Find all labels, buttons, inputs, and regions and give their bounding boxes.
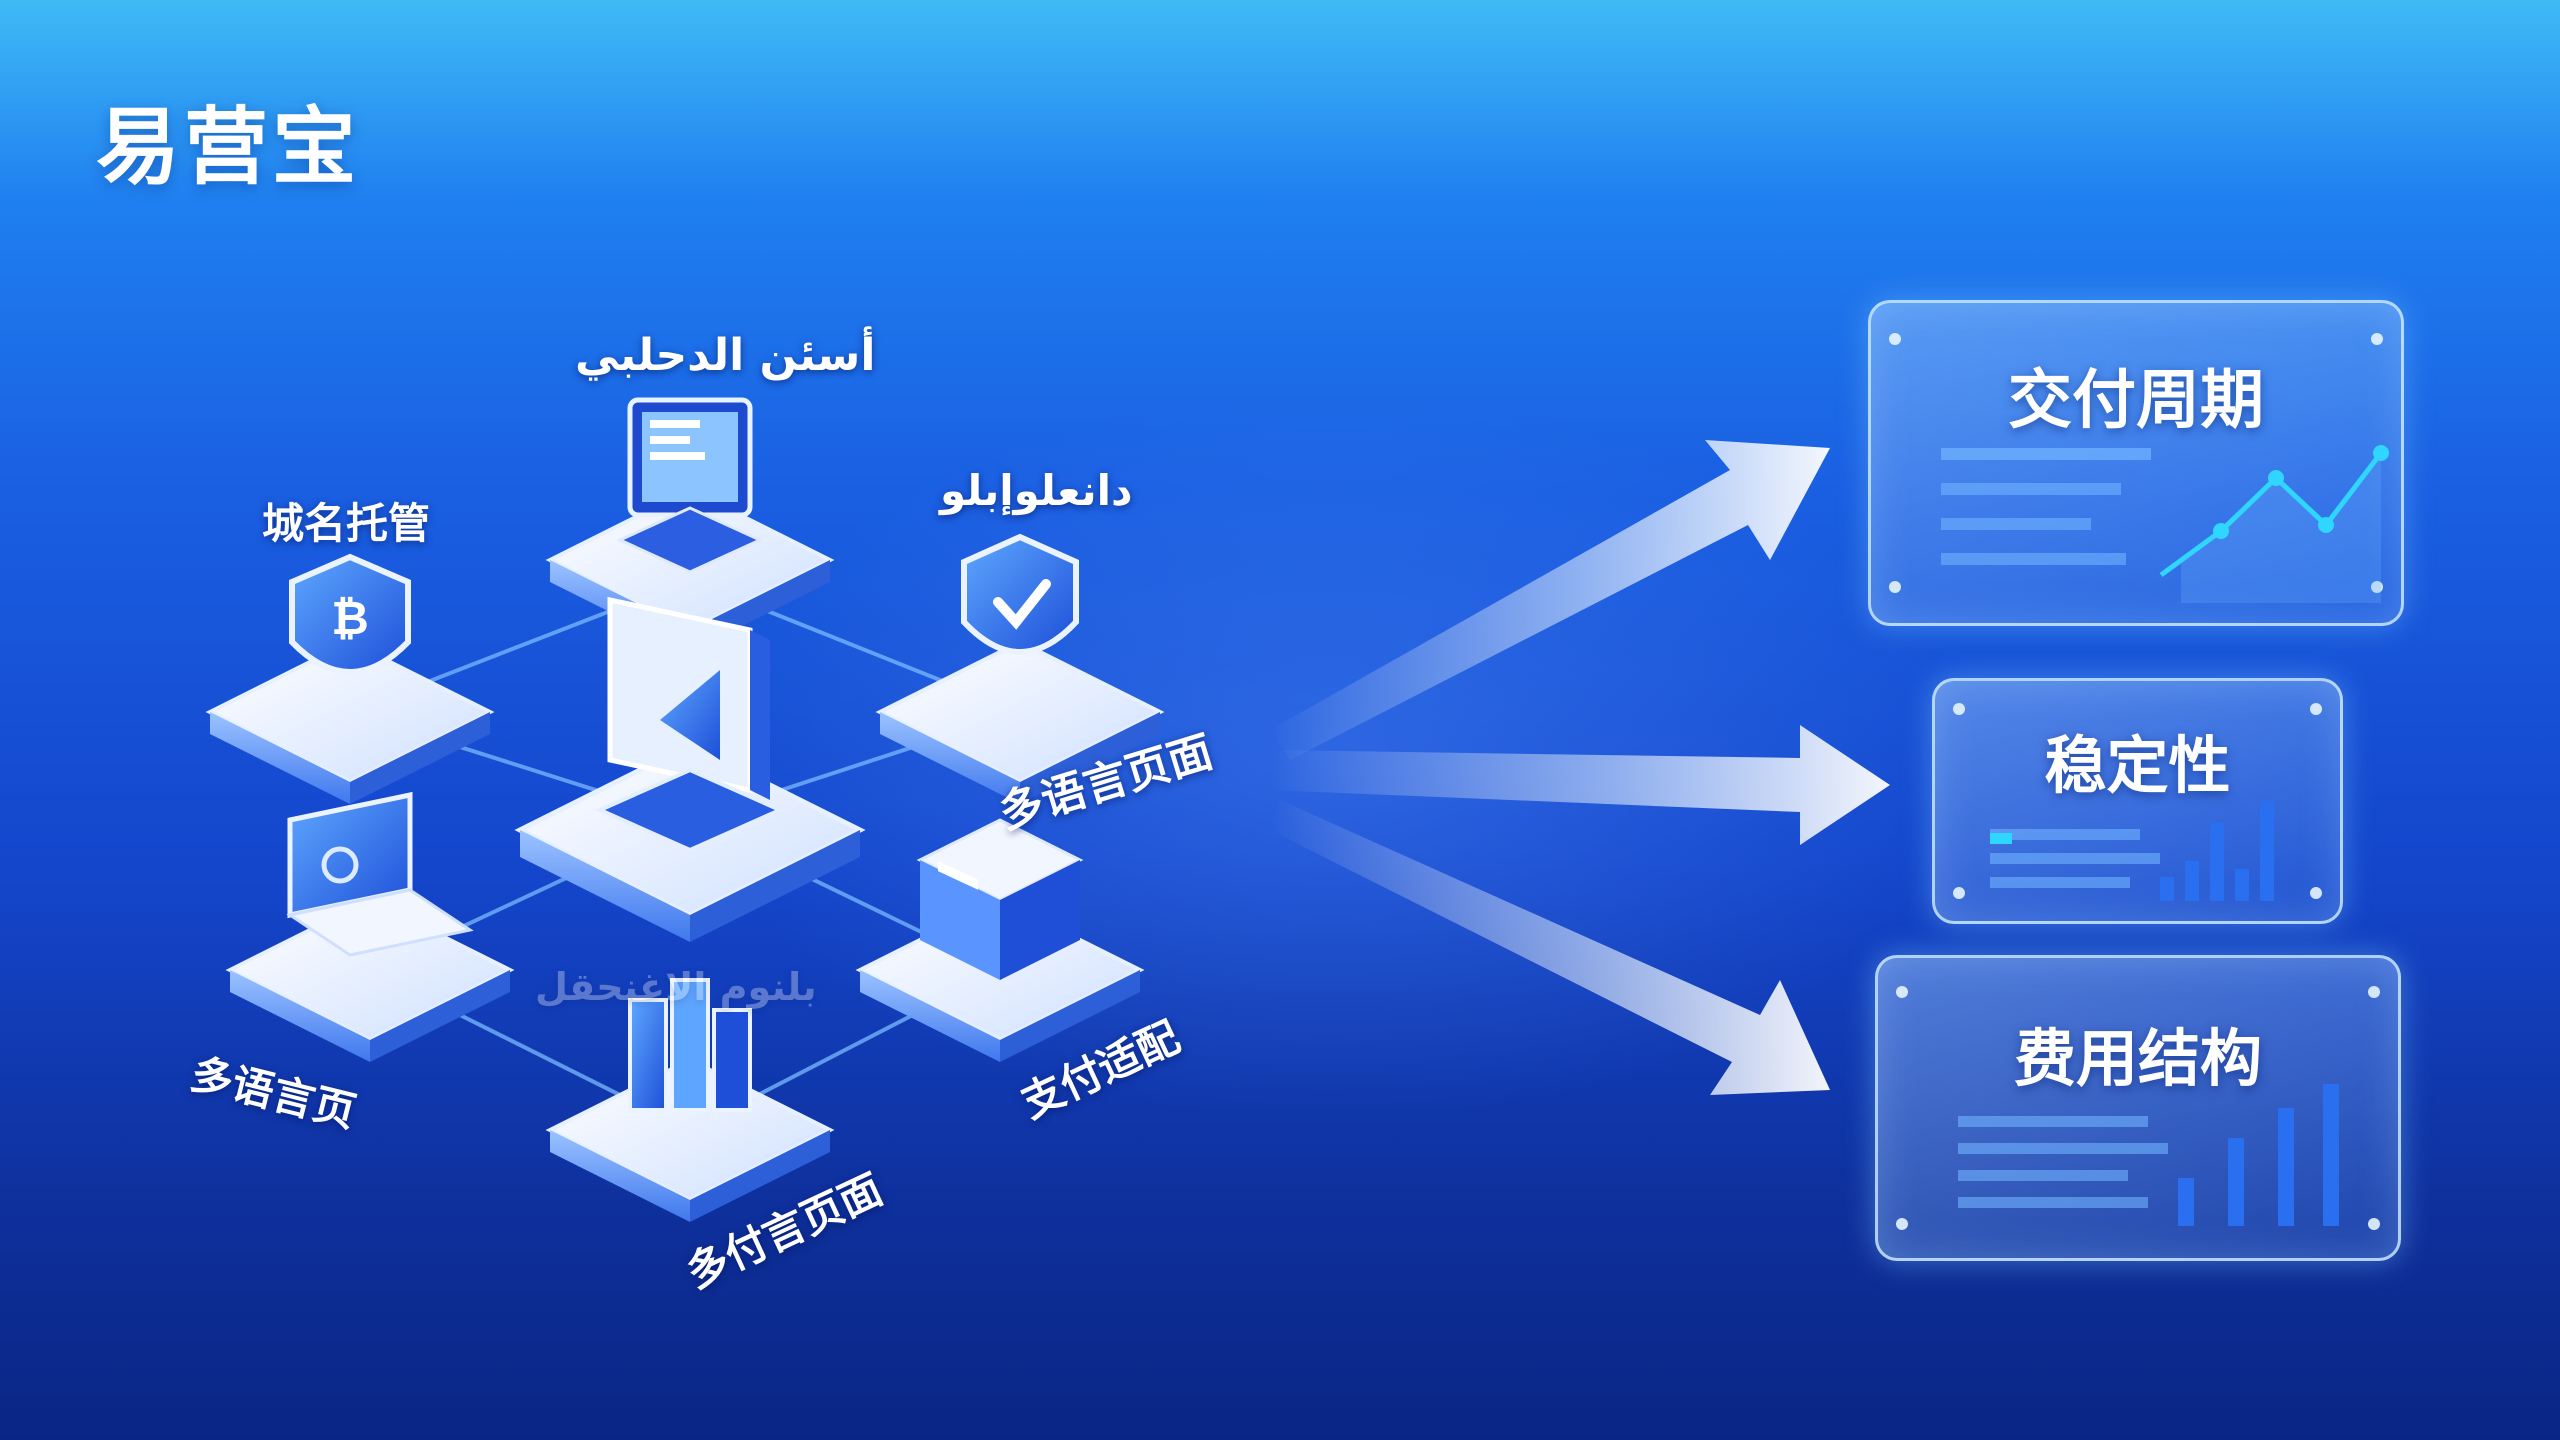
card-cost-structure: 费用结构 [1875, 955, 2401, 1261]
label-top-node: أسئن الدحلبي [575, 330, 876, 381]
label-center-bottom-node: بلنوم الاغنحقل [535, 965, 817, 1009]
label-left-top-node: 城名托管 [262, 499, 431, 548]
card-title-delivery-cycle: 交付周期 [2008, 364, 2264, 438]
card-stability: 稳定性 [1932, 678, 2343, 924]
card-delivery-cycle: 交付周期 [1868, 300, 2404, 626]
label-right-top-node: دانعلوإبلو [940, 466, 1133, 515]
card-delivery-chart [1941, 445, 2389, 603]
card-title-cost-structure: 费用结构 [2013, 1022, 2262, 1095]
tile-box [855, 818, 1145, 1062]
card-stability-chart [1990, 801, 2274, 901]
tile-center-screen [514, 596, 866, 942]
arrow-to-stability [1270, 725, 1890, 845]
svg-text:₿: ₿ [331, 591, 369, 645]
tile-monitor [545, 397, 835, 652]
arrow-to-cost [1270, 800, 1830, 1095]
card-cost-chart [1958, 1084, 2339, 1226]
tile-shield-left: ₿ [205, 553, 495, 804]
brand-logo-text: 易营宝 [96, 98, 361, 196]
tile-shield-right [875, 533, 1165, 804]
tile-blocks [545, 978, 835, 1222]
card-title-stability: 稳定性 [2044, 729, 2231, 802]
tile-laptop [225, 791, 515, 1062]
arrow-to-delivery [1270, 440, 1830, 760]
